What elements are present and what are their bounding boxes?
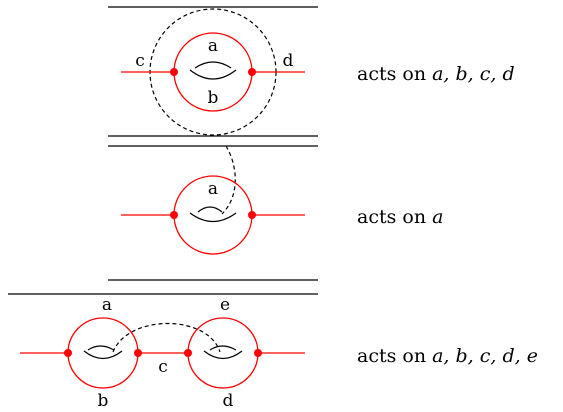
right-loop-circle	[187, 317, 259, 389]
caption-prefix: acts on	[357, 345, 432, 367]
caption-2: acts on a	[357, 206, 443, 228]
label-a: a	[208, 179, 218, 199]
right-handle-upper-arc	[209, 345, 237, 351]
label-d: d	[283, 51, 294, 71]
caption-prefix: acts on	[357, 206, 432, 228]
caption-3: acts on a, b, c, d, e	[357, 345, 538, 367]
handle-lower-arc	[189, 212, 237, 223]
left-vertex-dot	[170, 211, 178, 219]
left-handle-lower-arc	[83, 350, 123, 360]
handle-upper-arc	[194, 61, 232, 69]
diagram-2: a acts on a	[108, 145, 443, 281]
label-b: b	[98, 391, 109, 411]
left-handle-upper-arc	[87, 345, 115, 351]
caption-vars: a, b, c, d	[432, 63, 515, 85]
caption-1: acts on a, b, c, d	[357, 63, 515, 85]
dashed-handle-curve	[221, 145, 236, 215]
label-a: a	[208, 36, 218, 56]
left-loop-circle	[67, 317, 139, 389]
vertex-dot-1	[64, 349, 72, 357]
vertex-dot-3	[184, 349, 192, 357]
label-d: d	[223, 391, 234, 411]
label-c: c	[158, 357, 168, 377]
diagram-1: a b c d acts on a, b, c, d	[108, 6, 515, 137]
label-c: c	[135, 51, 145, 71]
label-a: a	[102, 295, 112, 315]
label-b: b	[208, 88, 219, 108]
right-handle-lower-arc	[203, 350, 243, 360]
handle-upper-arc	[197, 206, 223, 213]
handle-lower-arc	[189, 69, 237, 80]
diagram-3: a b c d e acts on a, b, c, d, e	[8, 293, 538, 411]
right-vertex-dot	[248, 68, 256, 76]
caption-vars: a, b, c, d, e	[432, 345, 538, 367]
vertex-dot-2	[134, 349, 142, 357]
dashed-connector-curve	[112, 323, 221, 353]
vertex-dot-4	[254, 349, 262, 357]
caption-prefix: acts on	[357, 63, 432, 85]
label-e: e	[220, 295, 230, 315]
caption-vars: a	[432, 206, 443, 228]
left-vertex-dot	[170, 68, 178, 76]
right-vertex-dot	[248, 211, 256, 219]
